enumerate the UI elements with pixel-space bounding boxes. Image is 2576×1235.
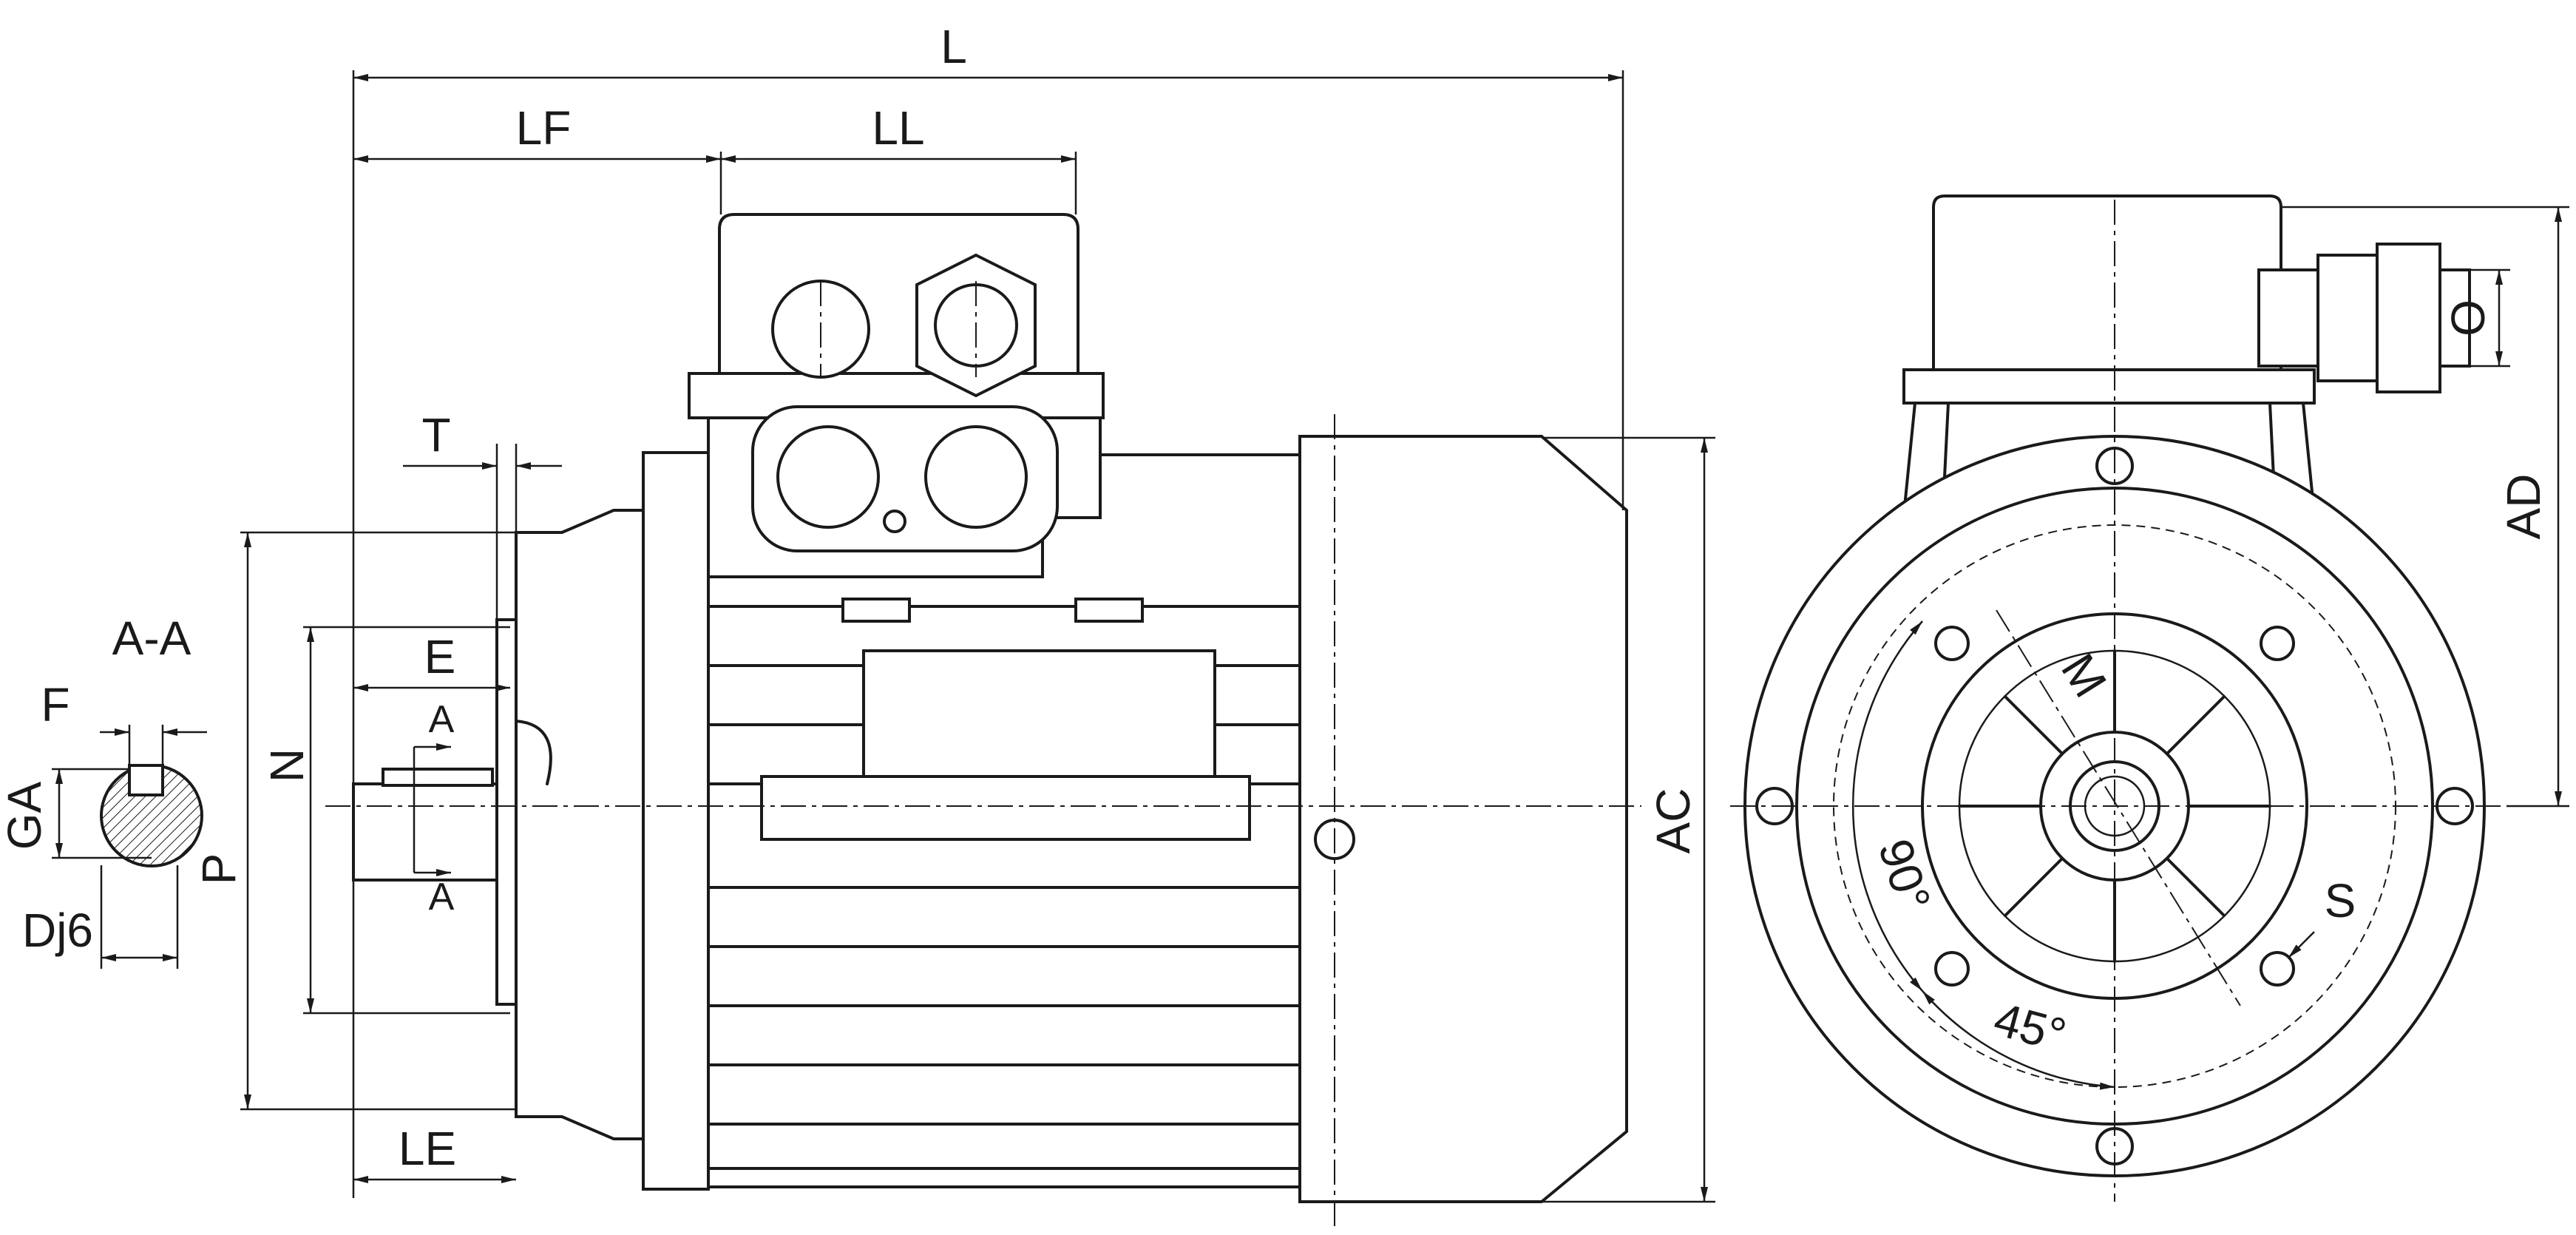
label-L: L [940, 20, 967, 73]
flange-spigot [495, 618, 518, 1006]
label-section-top: A [429, 698, 455, 741]
dim-line-S [2288, 931, 2315, 958]
shaft-body [352, 782, 518, 882]
arc-90 [1851, 620, 1923, 992]
label-S: S [2325, 874, 2356, 927]
bolt-hole [1934, 951, 1970, 987]
foot-plate [862, 649, 1216, 800]
bolt-hole [1934, 626, 1970, 661]
arc-45 [1922, 990, 2115, 1090]
flange-boss [515, 720, 552, 785]
label-F: F [41, 678, 70, 731]
label-LF: LF [516, 101, 572, 155]
gland-opening-left [776, 425, 880, 529]
terminal-box [688, 213, 1105, 578]
label-N: N [260, 748, 313, 782]
label-O: O [2441, 300, 2495, 336]
lifting-lug-right [1074, 598, 1144, 623]
flange-bolt-holes [1934, 626, 2295, 987]
terminal-box-top [1932, 194, 2282, 371]
label-P: P [192, 853, 245, 885]
label-E: E [424, 630, 456, 683]
keyway [128, 764, 164, 796]
label-AD: AD [2497, 474, 2550, 540]
shaft [352, 768, 518, 882]
terminal-box-flange [1902, 368, 2316, 405]
cooling-fins [707, 605, 1301, 1170]
label-LE: LE [399, 1122, 456, 1175]
label-LL: LL [872, 101, 924, 155]
fan-cover [1298, 435, 1628, 1203]
label-D: Dj6 [22, 904, 93, 957]
label-AC: AC [1647, 788, 1700, 854]
lower-rail [760, 775, 1251, 841]
shaft-section: A-A F GA Dj6 [0, 612, 207, 969]
gland-opening-right [924, 425, 1028, 529]
section-title: A-A [112, 612, 191, 665]
shaft-key [382, 768, 494, 787]
end-shield [642, 451, 710, 1191]
label-GA: GA [0, 781, 51, 850]
label-section-bottom: A [429, 876, 455, 918]
earth-screw [883, 510, 906, 533]
side-view: L LF LL T E N P LE AC A A [192, 20, 1715, 1231]
bolt-hole [2260, 626, 2295, 661]
label-T: T [421, 408, 450, 461]
lifting-lug-left [841, 598, 911, 623]
front-flange [515, 509, 645, 1140]
bolt-hole [2260, 951, 2295, 987]
diameter-M-line [1996, 609, 2241, 1006]
front-view: AD O M S 90° 45° [1730, 194, 2569, 1202]
cable-gland [2257, 243, 2471, 393]
